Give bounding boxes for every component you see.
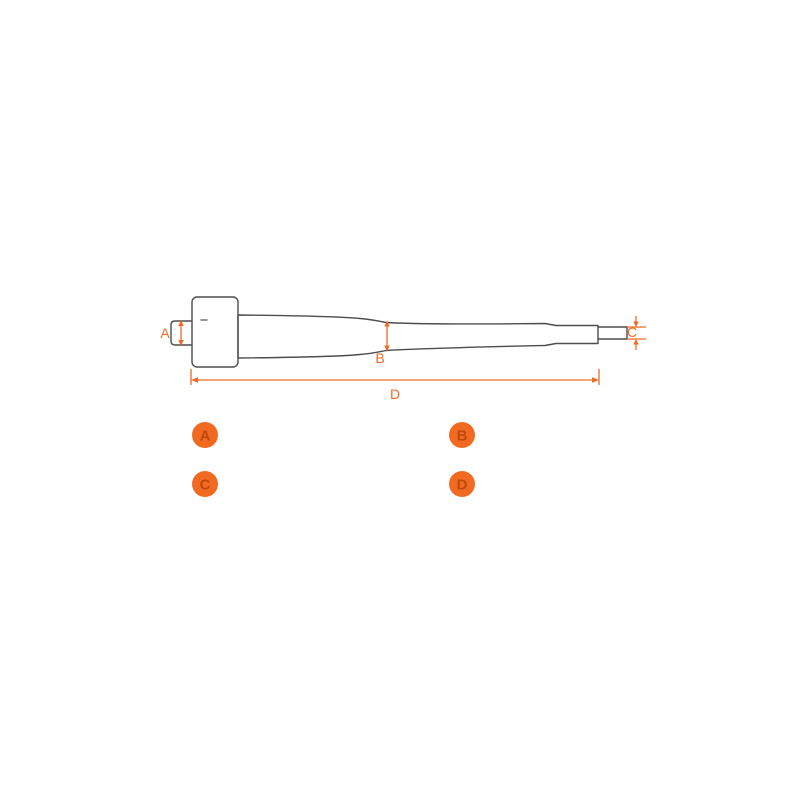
dimension-c: C	[627, 316, 646, 350]
dimension-d-label: D	[390, 386, 400, 402]
dimension-a-arrow-up	[178, 320, 184, 326]
dimension-d-arrow-left	[191, 377, 198, 383]
legend-letter-b: B	[457, 428, 468, 445]
part-outline	[170, 296, 628, 368]
part-head	[191, 296, 239, 368]
legend-item-b: B	[449, 422, 475, 448]
dimension-b-arrow-up	[384, 320, 390, 327]
legend-letter-d: D	[457, 477, 468, 494]
legend-circle-c	[192, 471, 218, 497]
dimension-b: B	[375, 320, 390, 366]
dimension-c-arrow-up	[633, 339, 639, 345]
dimension-a-label: A	[160, 325, 170, 341]
legend: A B C D	[192, 422, 475, 497]
legend-circle-a	[192, 422, 218, 448]
part-left-stub	[170, 320, 193, 346]
part-tip	[597, 326, 628, 340]
legend-letter-c: C	[200, 477, 211, 494]
legend-circle-b	[449, 422, 475, 448]
dimension-c-arrow-down	[633, 321, 639, 327]
dimension-a: A	[160, 320, 184, 346]
legend-item-a: A	[192, 422, 218, 448]
legend-circle-d	[449, 471, 475, 497]
legend-item-d: D	[449, 471, 475, 497]
dimension-b-arrow-down	[384, 345, 390, 352]
part-shaft	[237, 314, 599, 359]
dimension-d-arrow-right	[592, 377, 599, 383]
dimension-a-arrow-down	[178, 340, 184, 346]
legend-item-c: C	[192, 471, 218, 497]
dimension-d: D	[190, 369, 600, 402]
legend-letter-a: A	[200, 428, 211, 445]
dimension-b-label: B	[375, 350, 384, 366]
dimension-c-label: C	[627, 324, 637, 340]
